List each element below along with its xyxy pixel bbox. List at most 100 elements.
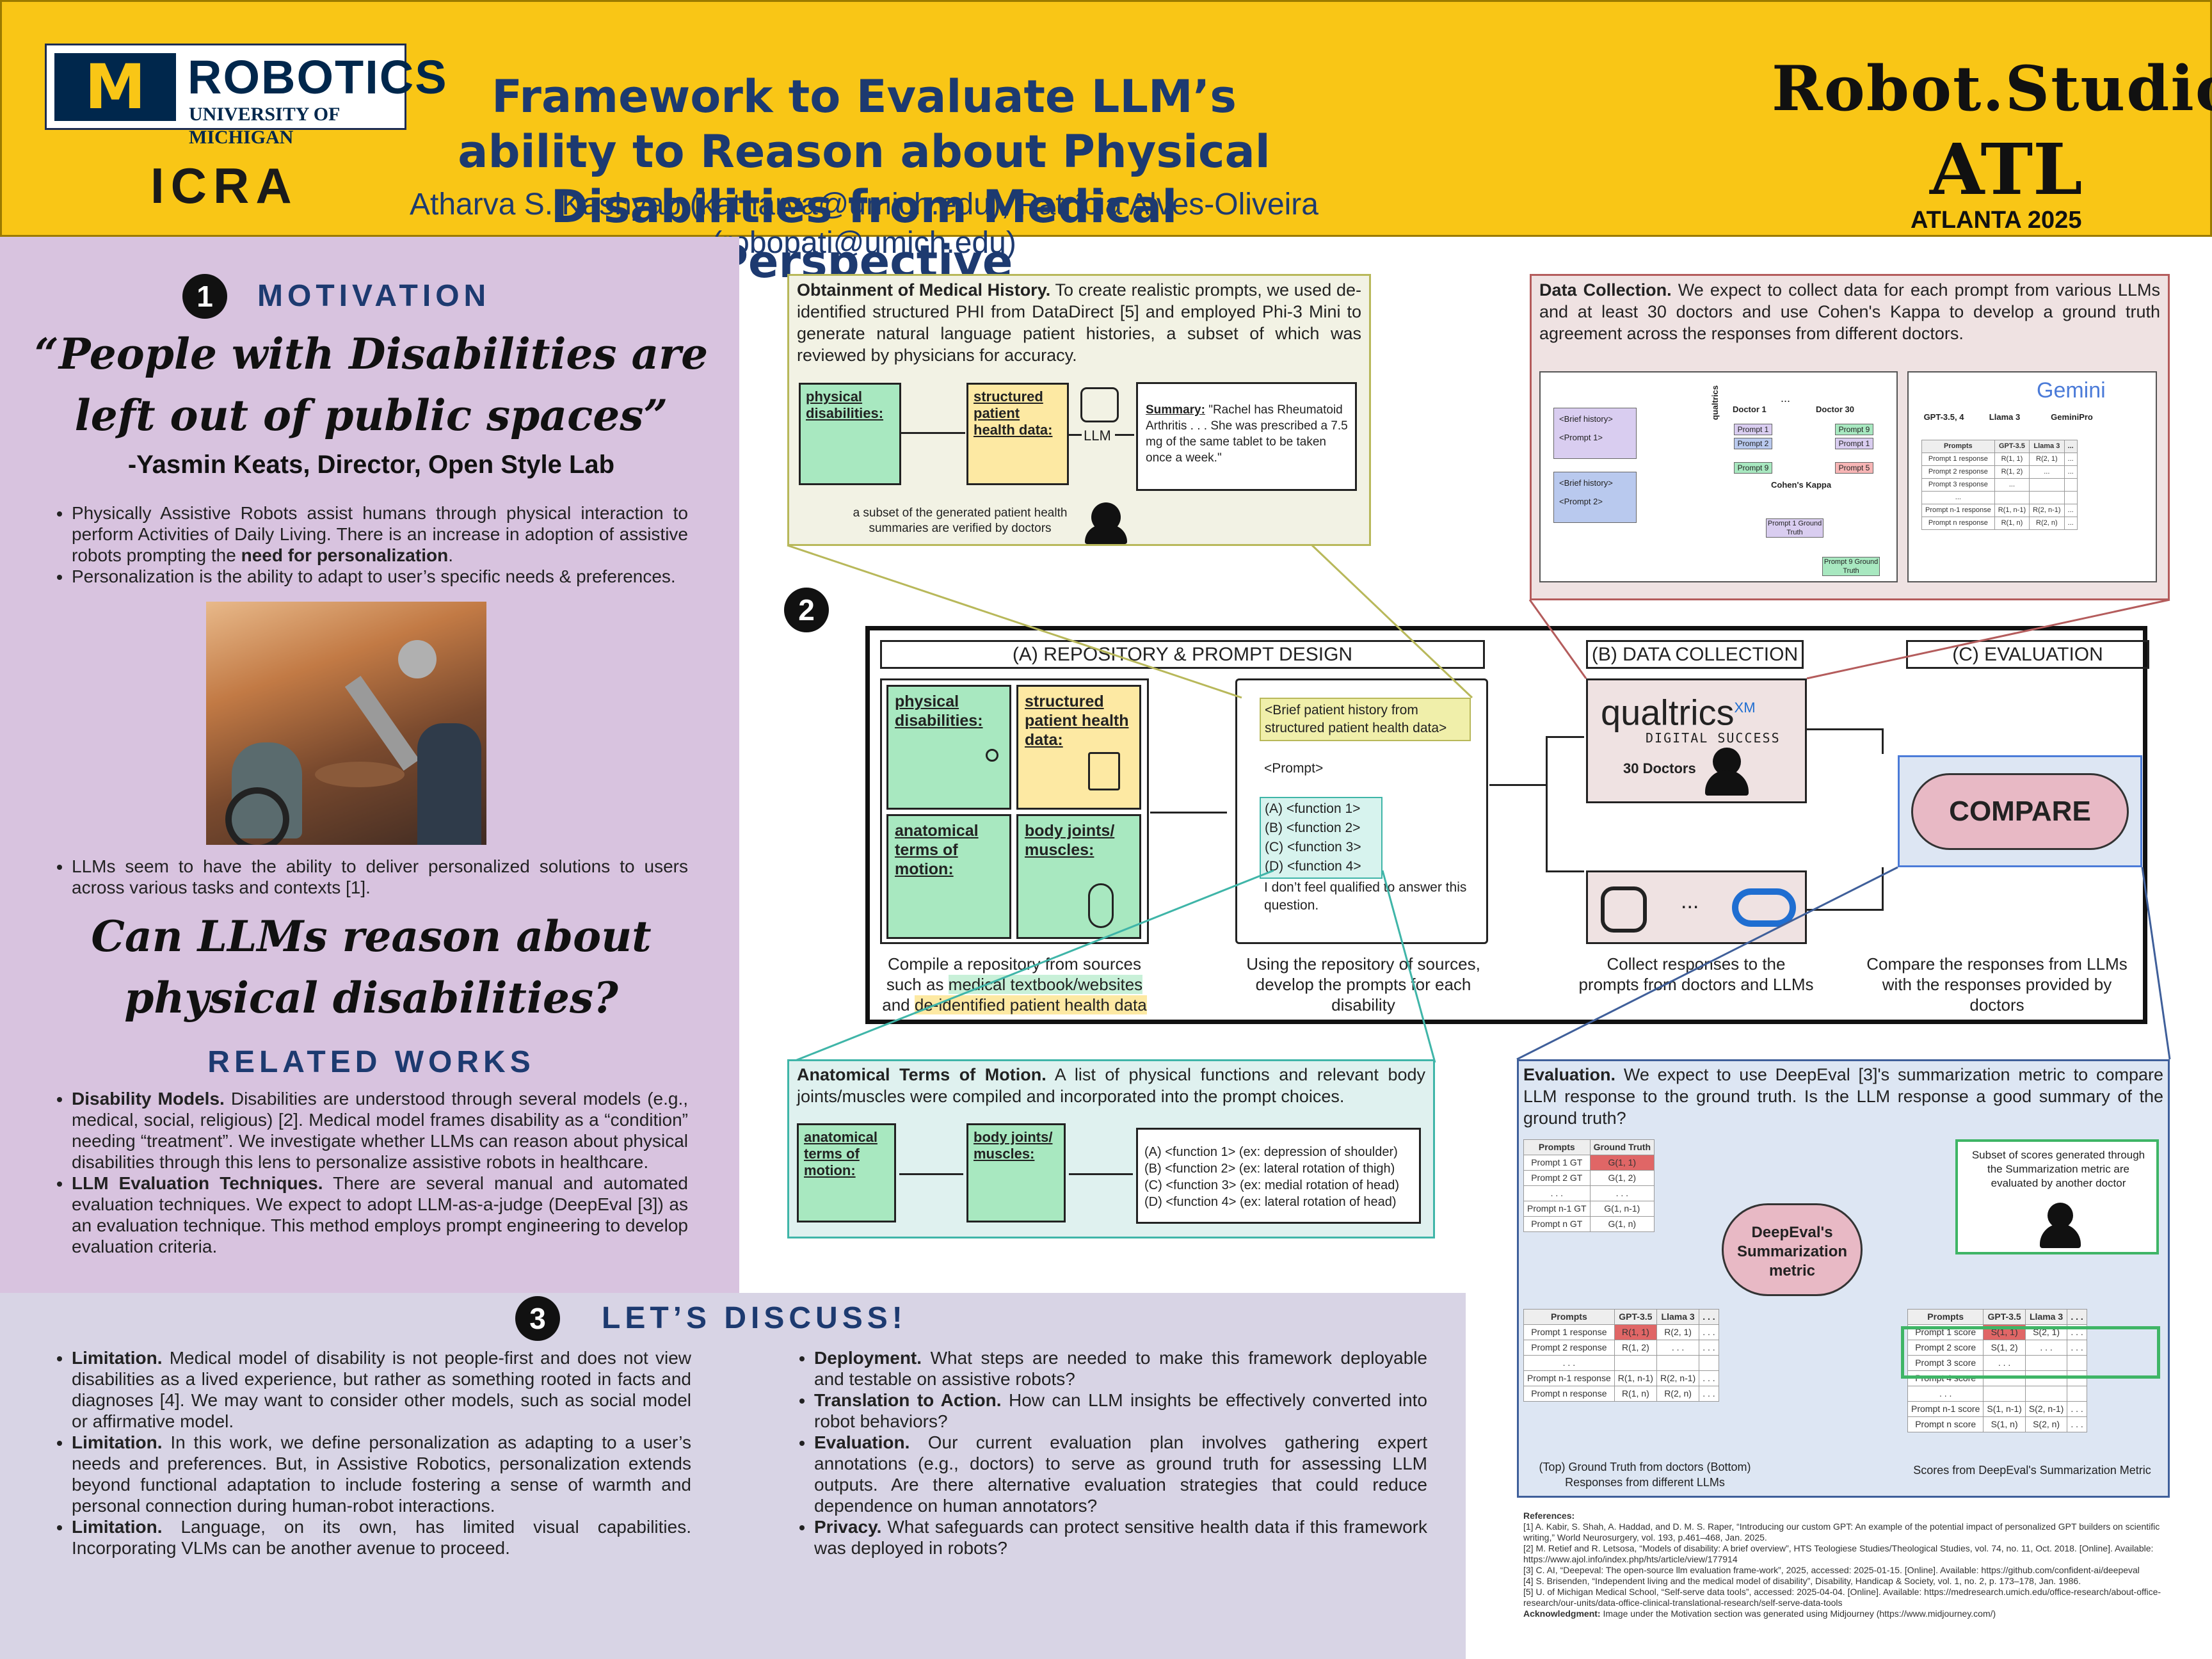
reference-item: [2] M. Retief and R. Letsosa, “Models of… — [1523, 1543, 2154, 1564]
table-cell: Prompt 1 GT — [1523, 1155, 1591, 1171]
prompt-card — [1235, 678, 1488, 944]
deepeval-cloud: DeepEval's Summarization metric — [1722, 1203, 1863, 1296]
related-works-heading: RELATED WORKS — [207, 1045, 535, 1079]
caption-prompt-design: Using the repository of sources, develop… — [1246, 954, 1480, 1014]
motivation-quote: “People with Disabilities are left out o… — [34, 329, 709, 440]
table-cell: S(2, n) — [2024, 1416, 2068, 1432]
poster-authors: Atharva S. Kashyap (katharva@umich.edu),… — [410, 188, 1318, 260]
table-cell: Prompt n response — [1523, 1386, 1615, 1402]
references: References: [1] A. Kabir, S. Shah, A. Ha… — [1523, 1511, 2170, 1619]
table-cell: Prompt n GT — [1523, 1216, 1591, 1232]
table-cell — [1983, 1386, 2026, 1402]
table-header: Ground Truth — [1589, 1139, 1655, 1155]
option-d[interactable]: (D) <function 4> — [1265, 859, 1361, 874]
anatomical-terms-text: Anatomical Terms of Motion. A list of ph… — [797, 1065, 1425, 1106]
motivation-bullets: Physically Assistive Robots assist human… — [51, 502, 688, 587]
table-cell: R(1, n) — [1614, 1386, 1657, 1402]
atlanta-2025-label: ATLANTA 2025 — [1911, 207, 2082, 234]
table-cell: Prompt 2 GT — [1523, 1170, 1591, 1186]
option-c[interactable]: (C) <function 3> — [1265, 840, 1361, 854]
openai-icon — [1601, 886, 1647, 933]
logo-university-text: UNIVERSITY OF MICHIGAN — [189, 104, 340, 148]
column-c-header: (C) EVALUATION — [1906, 640, 2149, 669]
table-cell: . . . — [2067, 1416, 2087, 1432]
reference-item: [4] S. Brisenden, “Independent living an… — [1523, 1576, 2081, 1586]
table-cell: . . . — [2067, 1340, 2087, 1356]
robot-icon — [1080, 387, 1119, 422]
table-cell: G(1, n) — [1589, 1216, 1655, 1232]
option-b[interactable]: (B) <function 2> — [1265, 821, 1361, 835]
column-b-header: (B) DATA COLLECTION — [1586, 640, 1804, 669]
physical-disabilities-card: physical disabilities: — [799, 383, 901, 485]
table-cell: R(1, 1) — [1994, 453, 2030, 466]
document-icon — [1088, 752, 1120, 790]
icra-logo: ICRA — [150, 157, 298, 214]
robostudio-logo: Robot.Studio — [1772, 52, 2212, 125]
table-row: ... — [1921, 491, 2078, 504]
table-cell: S(1, n) — [1983, 1416, 2026, 1432]
doctor-review-box: Subset of scores generated through the S… — [1955, 1139, 2159, 1254]
table-cell: R(2, 1) — [2029, 453, 2065, 466]
table-cell: Prompt n-1 response — [1523, 1370, 1615, 1386]
table-cell: . . . — [1699, 1370, 1719, 1386]
column-a-header: (A) REPOSITORY & PROMPT DESIGN — [880, 640, 1485, 669]
table-cell — [1699, 1355, 1719, 1371]
table-cell: Prompt 1 response — [1523, 1324, 1615, 1340]
related-works-list: Disability Models. Disabilities are unde… — [51, 1088, 688, 1257]
table-header: Llama 3 — [1656, 1309, 1700, 1325]
table-cell: Prompt 3 response — [1921, 478, 1995, 492]
motivation-bullet: Personalization is the ability to adapt … — [72, 566, 688, 587]
block-m-logo: M — [54, 53, 176, 121]
table-cell: R(2, n) — [1656, 1386, 1700, 1402]
caption-evaluation: Compare the responses from LLMs with the… — [1866, 954, 2128, 1014]
table-header: Prompts — [1523, 1139, 1591, 1155]
table-cell: Prompt n-1 GT — [1523, 1201, 1591, 1217]
structured-data-card: structured patient health data: — [966, 383, 1069, 485]
body-joints-card: body joints/ muscles: — [966, 1123, 1066, 1222]
person-icon — [986, 749, 998, 762]
table-cell: R(1, n-1) — [1994, 504, 2030, 517]
option-a[interactable]: (A) <function 1> — [1265, 801, 1361, 816]
table-cell: G(1, 1) — [1589, 1155, 1655, 1171]
motivation-bullet: LLMs seem to have the ability to deliver… — [72, 856, 688, 898]
discussion-right-list: Deployment. What steps are needed to mak… — [794, 1347, 1427, 1559]
summary-card: Summary: "Rachel has Rheumatoid Arthriti… — [1136, 382, 1357, 491]
table-header: . . . — [1699, 1309, 1719, 1325]
table-header: GPT-3.5 — [1614, 1309, 1657, 1325]
table-header: Prompts — [1921, 440, 1995, 453]
data-collection-text: Data Collection. We expect to collect da… — [1539, 280, 2160, 343]
physical-disabilities-card: physical disabilities: — [886, 685, 1011, 810]
function-examples-card: (A) <function 1> (ex: depression of shou… — [1136, 1128, 1421, 1224]
table-cell: Prompt n-1 score — [1907, 1401, 1984, 1417]
table-cell: . . . — [1523, 1185, 1591, 1201]
table-cell: ... — [2064, 465, 2078, 479]
not-qualified-option[interactable]: I don’t feel qualified to answer this qu… — [1264, 880, 1467, 913]
poster-title: Framework to Evaluate LLM’s ability to R… — [458, 70, 1270, 288]
repository-grid — [880, 678, 1149, 944]
research-question: Can LLMs reason about physical disabilit… — [91, 911, 652, 1023]
table-header: Prompts — [1523, 1309, 1615, 1325]
table-cell — [1656, 1355, 1700, 1371]
table-row: Prompt 3 response... — [1921, 478, 2078, 492]
table-cell: G(1, 2) — [1589, 1170, 1655, 1186]
related-work-item: LLM Evaluation Techniques. There are sev… — [72, 1173, 688, 1257]
reference-item: [1] A. Kabir, S. Shah, A. Haddad, and D.… — [1523, 1521, 2160, 1543]
prompt1-card: <Brief history><Prompt 1> — [1553, 408, 1637, 459]
section-number-2: 2 — [784, 588, 829, 632]
body-joints-card: body joints/ muscles: — [1016, 814, 1141, 939]
table-header: ... — [2064, 440, 2078, 453]
table-cell: R(2, n-1) — [1656, 1370, 1700, 1386]
verified-caption: a subset of the generated patient health… — [853, 506, 1068, 535]
table-cell: S(1, n-1) — [1983, 1401, 2026, 1417]
table-cell: Prompt n score — [1907, 1416, 1984, 1432]
